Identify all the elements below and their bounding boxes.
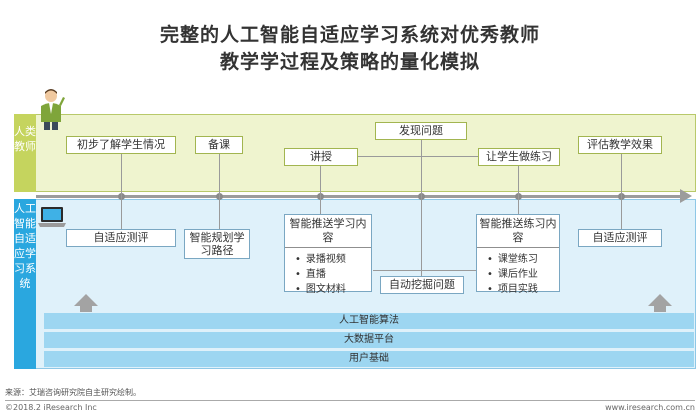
- step-discover-problems: 发现问题: [375, 122, 467, 140]
- connector-line: [373, 270, 477, 271]
- teacher-lane-label: 人类教师: [14, 114, 36, 192]
- layer-big-data-platform: 大数据平台: [44, 332, 694, 348]
- up-arrow-stem: [80, 306, 92, 312]
- connector-line: [518, 166, 519, 214]
- connector-line: [421, 139, 422, 279]
- up-arrow-icon: [648, 294, 672, 306]
- step-teach: 讲授: [284, 148, 358, 166]
- layer-user-base: 用户基础: [44, 351, 694, 367]
- step-mine-issues: 自动挖掘问题: [380, 276, 464, 294]
- list-item: 课后作业: [487, 267, 559, 282]
- step-student-practice: 让学生做练习: [478, 148, 560, 166]
- connector-line: [219, 153, 220, 229]
- push-learning-content-title: 智能推送学习内容: [285, 215, 371, 248]
- push-learning-content-list: 录播视频 直播 图文材料: [285, 248, 371, 297]
- list-item: 直播: [295, 267, 371, 282]
- diagram-title-line2: 教学学过程及策略的量化模拟: [219, 51, 480, 73]
- layer-ai-algorithm: 人工智能算法: [44, 313, 694, 329]
- timeline-axis: [36, 195, 682, 198]
- connector-line: [358, 156, 480, 157]
- teacher-lane-label-text: 人类教师: [14, 125, 36, 153]
- step-prepare-lesson: 备课: [195, 136, 243, 154]
- connector-line: [121, 153, 122, 229]
- copyright-text: ©2018.2 iResearch Inc: [5, 403, 97, 412]
- diagram-title-line1: 完整的人工智能自适应学习系统对优秀教师: [159, 24, 540, 46]
- step-path-planning: 智能规划学习路径: [184, 229, 250, 259]
- website-text: www.iresearch.com.cn: [605, 403, 695, 412]
- connector-line: [621, 153, 622, 229]
- laptop-icon: [38, 207, 66, 227]
- step-adaptive-test: 自适应测评: [66, 229, 176, 247]
- system-lane-label: 人工智能自适应学习系统: [14, 199, 36, 369]
- connector-line: [320, 166, 321, 214]
- step-understand-students: 初步了解学生情况: [66, 136, 176, 154]
- list-item: 课堂练习: [487, 252, 559, 267]
- list-item: 项目实践: [487, 282, 559, 297]
- step-push-learning-content: 智能推送学习内容 录播视频 直播 图文材料: [284, 214, 372, 295]
- footer-divider: [5, 400, 695, 401]
- teacher-figure-icon: [41, 89, 65, 130]
- step-evaluate-effect: 评估教学效果: [578, 136, 662, 154]
- timeline-arrowhead: [680, 189, 692, 203]
- system-lane-label-text: 人工智能自适应学习系统: [14, 202, 36, 290]
- up-arrow-stem: [654, 306, 666, 312]
- list-item: 图文材料: [295, 282, 371, 297]
- step-adaptive-test-final: 自适应测评: [578, 229, 662, 247]
- step-push-exercise-content: 智能推送练习内容 课堂练习 课后作业 项目实践: [476, 214, 560, 295]
- up-arrow-icon: [74, 294, 98, 306]
- list-item: 录播视频: [295, 252, 371, 267]
- push-exercise-content-list: 课堂练习 课后作业 项目实践: [477, 248, 559, 297]
- source-note: 来源：艾瑞咨询研究院自主研究绘制。: [5, 388, 141, 397]
- push-exercise-content-title: 智能推送练习内容: [477, 215, 559, 248]
